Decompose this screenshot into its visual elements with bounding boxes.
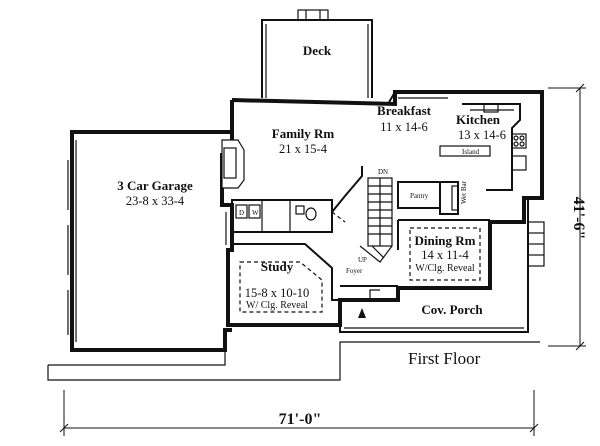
dining-room-note: W/Clg. Reveal — [415, 263, 475, 274]
dining-room — [397, 219, 490, 281]
foyer-label: Foyer — [346, 267, 363, 275]
family-room-label: Family Rm — [272, 126, 335, 141]
family-room-size: 21 x 15-4 — [279, 142, 328, 156]
study-note: W/ Clg. Reveal — [246, 300, 308, 311]
study-label: Study — [261, 259, 294, 274]
breakfast-bay — [387, 91, 448, 105]
width-dimension — [59, 390, 539, 436]
kitchen-label: Kitchen — [456, 112, 501, 127]
island-label: Island — [462, 148, 480, 156]
garage-size: 23-8 x 33-4 — [126, 194, 185, 208]
garage — [67, 130, 234, 352]
width-dimension-label: 71'-0" — [279, 411, 322, 428]
stairs — [359, 177, 393, 263]
kitchen-size: 13 x 14-6 — [458, 128, 506, 142]
stairs-down-label: DN — [378, 168, 388, 176]
porch-label: Cov. Porch — [421, 302, 483, 317]
breakfast-size: 11 x 14-6 — [380, 120, 427, 134]
breakfast-label: Breakfast — [377, 103, 432, 118]
dryer-label: D — [239, 209, 244, 217]
deck — [261, 9, 373, 98]
wet-bar-label: Wet Bar — [460, 180, 468, 204]
footprint-outline — [47, 341, 540, 381]
floor-label: First Floor — [408, 349, 481, 368]
kitchen-island: Island — [439, 145, 491, 157]
depth-dimension-label: 41'-6" — [570, 197, 587, 240]
deck-label: Deck — [303, 43, 332, 58]
exterior-walls — [220, 90, 544, 327]
entry-arrow-icon — [358, 308, 366, 318]
kitchen-counters — [462, 103, 527, 191]
washer-label: W — [252, 209, 259, 217]
study-room — [231, 243, 340, 313]
depth-dimension — [548, 83, 586, 351]
foyer-walls — [331, 166, 398, 300]
stairs-up-label: UP — [358, 256, 367, 264]
pantry-label: Pantry — [410, 192, 429, 200]
wet-bar — [439, 181, 459, 215]
garage-label: 3 Car Garage — [117, 178, 193, 193]
dining-room-label: Dining Rm — [414, 233, 475, 248]
covered-porch — [339, 198, 545, 333]
fireplace — [221, 139, 245, 189]
dining-room-size: 14 x 11-4 — [421, 248, 469, 262]
study-size: 15-8 x 10-10 — [245, 286, 310, 300]
laundry-area — [231, 199, 333, 233]
